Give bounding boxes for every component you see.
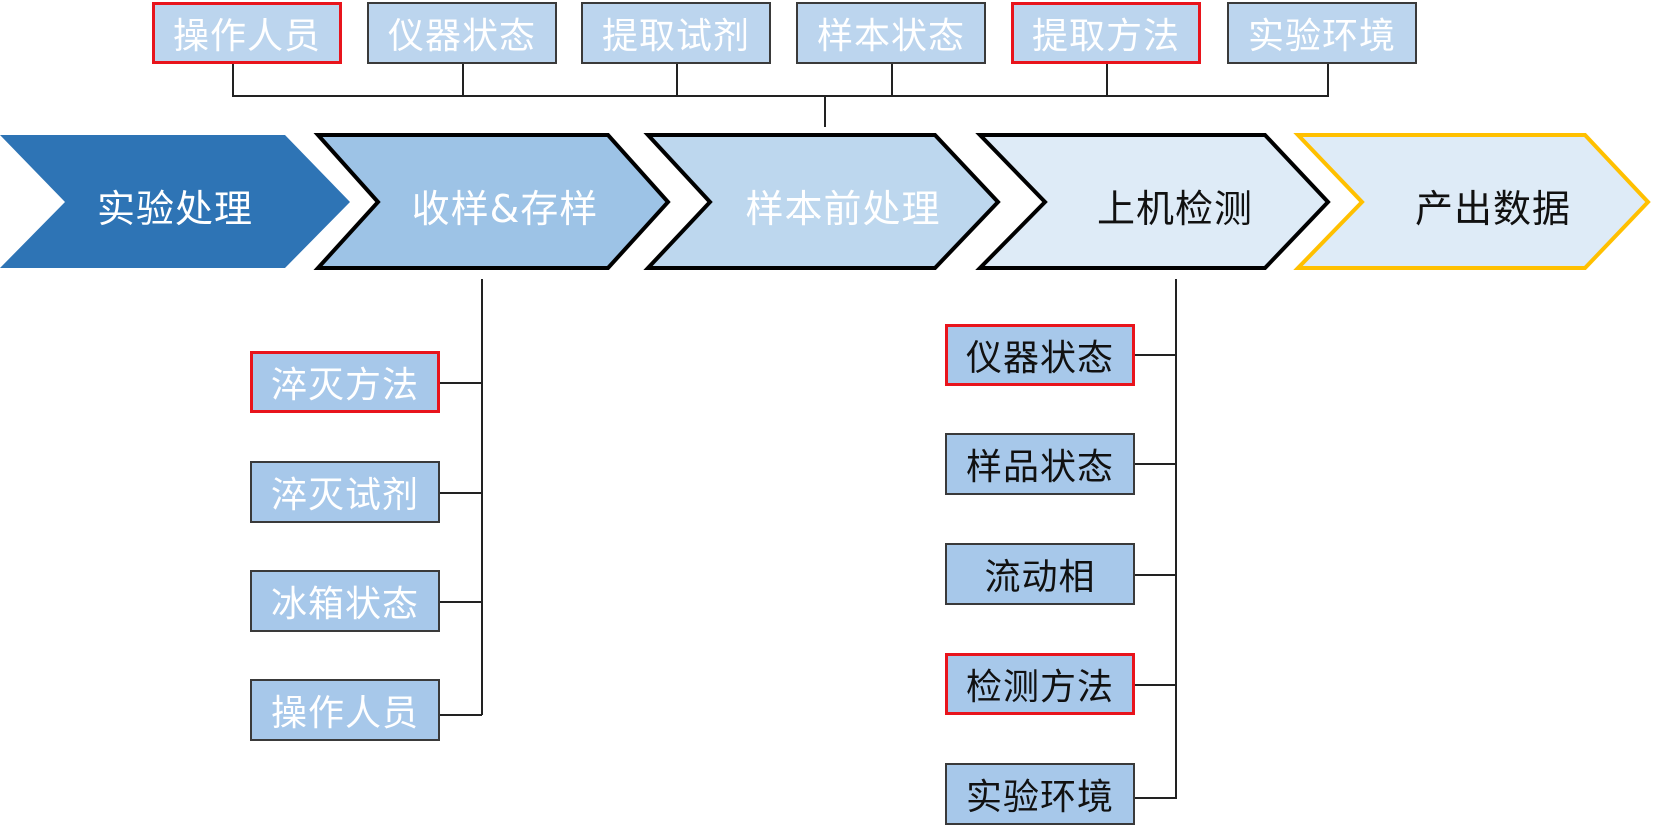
collection-factor-operator: 操作人员 (250, 679, 440, 741)
collection-connector-vertical (481, 279, 483, 715)
top-factor-operator: 操作人员 (152, 2, 342, 64)
top-factor-instrument-status: 仪器状态 (367, 2, 557, 64)
top-connector-stem (824, 95, 826, 127)
top-connector-drop (1106, 64, 1108, 97)
detection-factor-sample-status: 样品状态 (945, 433, 1135, 495)
chevron-label-experiment-processing: 实验处理 (96, 186, 253, 231)
top-factor-lab-environment: 实验环境 (1227, 2, 1417, 64)
top-connector-drop (462, 64, 464, 97)
top-connector-drop (1327, 64, 1329, 97)
detection-connector-tick (1135, 574, 1176, 576)
collection-connector-tick (440, 714, 482, 716)
top-connector-drop (891, 64, 893, 97)
detection-factor-detection-method: 检测方法 (945, 653, 1135, 715)
collection-factor-quench-reagent: 淬灭试剂 (250, 461, 440, 523)
collection-factor-quench-method: 淬灭方法 (250, 351, 440, 413)
chevron-label-instrument-detection: 上机检测 (1096, 186, 1253, 231)
collection-connector-tick (440, 492, 482, 494)
detection-connector-tick (1135, 354, 1176, 356)
chevron-sample-collection (313, 133, 671, 270)
detection-factor-instrument-status: 仪器状态 (945, 324, 1135, 386)
collection-connector-tick (440, 382, 482, 384)
chevron-data-output (1293, 133, 1651, 270)
top-connector-drop (676, 64, 678, 97)
top-connector-bar (232, 95, 1329, 97)
detection-connector-tick (1135, 463, 1176, 465)
chevron-label-data-output: 产出数据 (1414, 186, 1571, 231)
detection-connector-tick (1135, 797, 1176, 799)
top-factor-extraction-reagent: 提取试剂 (581, 2, 771, 64)
top-factor-extraction-method: 提取方法 (1011, 2, 1201, 64)
chevron-sample-pretreatment (643, 133, 1001, 270)
top-connector-drop (232, 64, 234, 97)
collection-connector-tick (440, 601, 482, 603)
chevron-experiment-processing (0, 135, 350, 268)
chevron-label-sample-collection: 收样&存样 (411, 186, 599, 231)
detection-connector-tick (1135, 684, 1176, 686)
chevron-label-sample-pretreatment: 样本前处理 (745, 186, 941, 231)
detection-factor-mobile-phase: 流动相 (945, 543, 1135, 605)
chevron-instrument-detection (975, 133, 1331, 270)
detection-connector-vertical (1175, 279, 1177, 799)
collection-factor-fridge-status: 冰箱状态 (250, 570, 440, 632)
top-factor-sample-status: 样本状态 (796, 2, 986, 64)
detection-factor-lab-environment: 实验环境 (945, 763, 1135, 825)
